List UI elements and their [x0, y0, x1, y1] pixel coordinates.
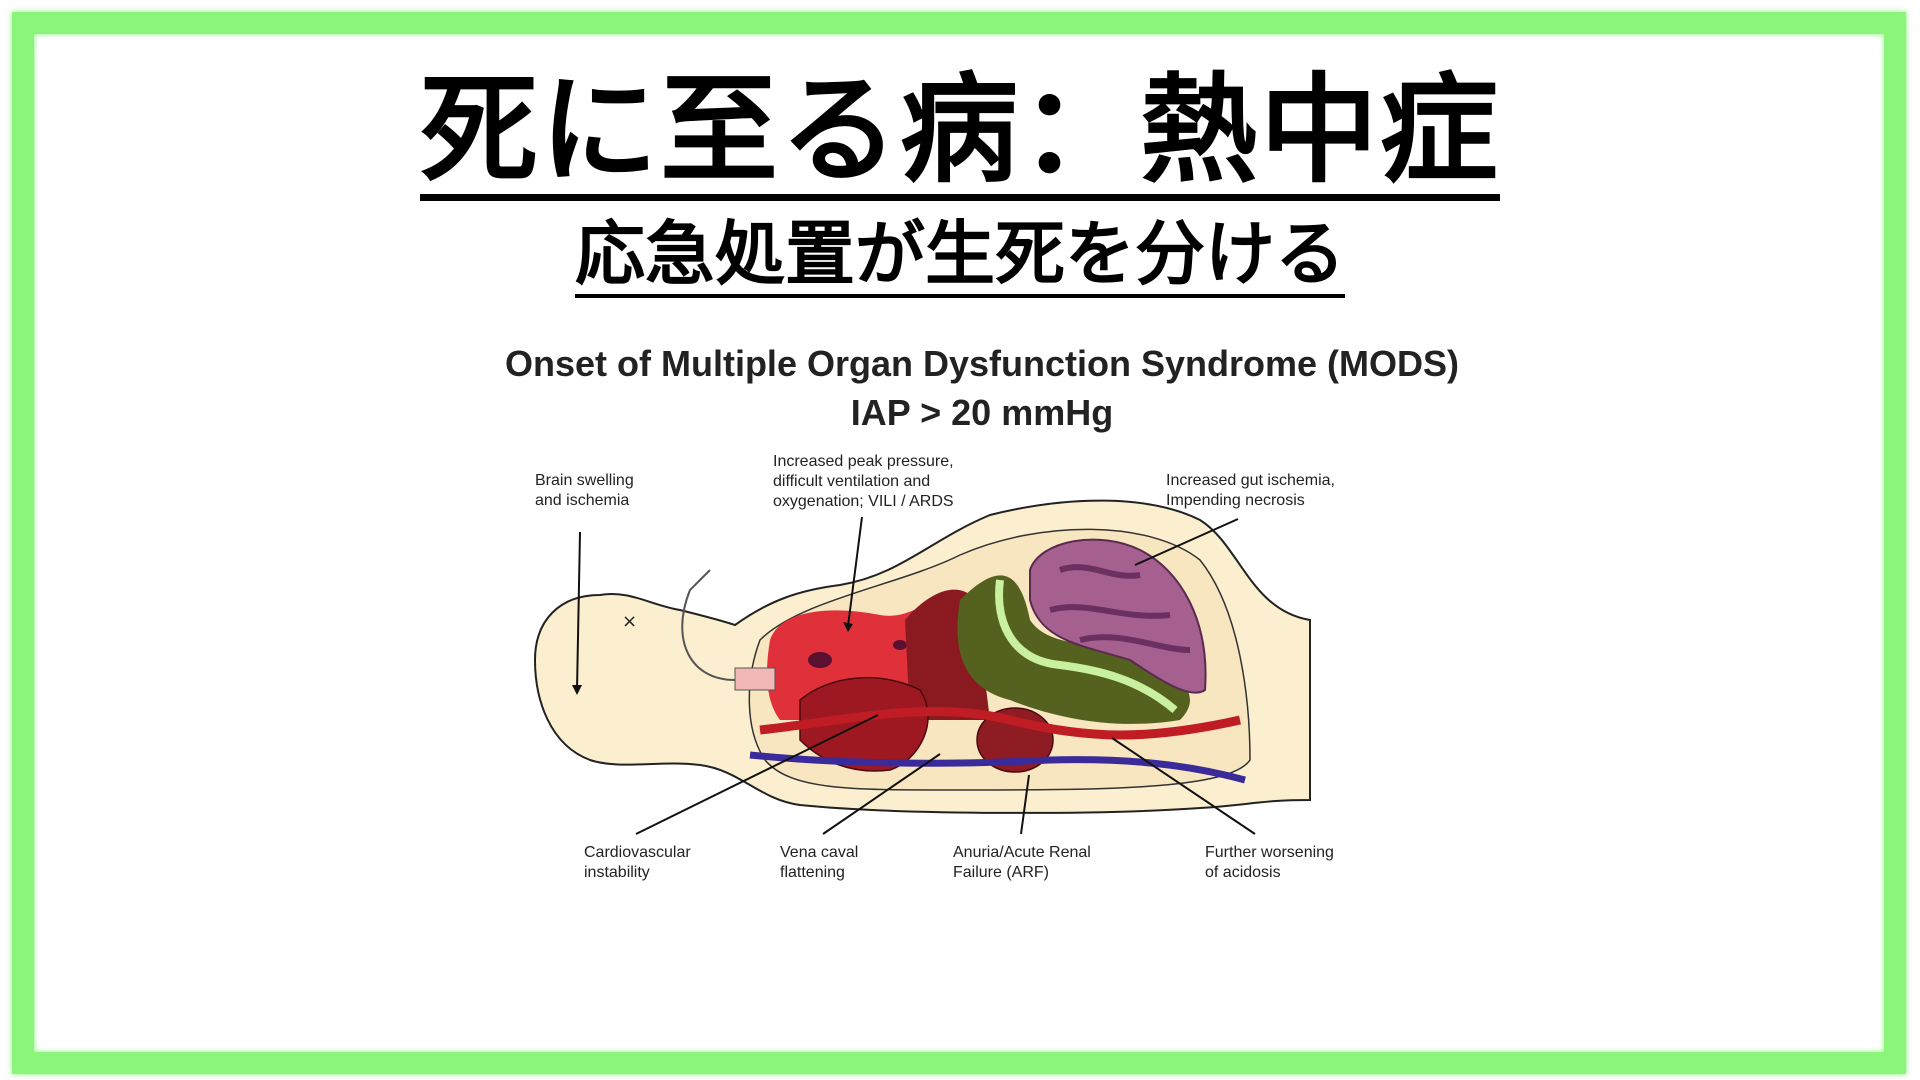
title-text: 死に至る病：熱中症 [419, 61, 1500, 201]
page-title: 死に至る病：熱中症 [0, 66, 1920, 201]
vena-cava [749, 751, 1246, 784]
label-gut: Increased gut ischemia, Impending necros… [1166, 472, 1335, 509]
small-intestine [1029, 538, 1207, 694]
page-subtitle: 応急処置が生死を分ける [0, 214, 1920, 298]
label-cardio: Cardiovascular instability [584, 844, 691, 881]
pointer-arrows [576, 516, 1256, 835]
figure-title: Onset of Multiple Organ Dysfunction Synd… [504, 343, 1460, 384]
label-renal: Anuria/Acute Renal Failure (ARF) [953, 844, 1091, 881]
subtitle-text: 応急処置が生死を分ける [575, 214, 1345, 298]
label-brain: Brain swelling and ischemia [535, 472, 634, 509]
label-acidosis: Further worsening of acidosis [1205, 844, 1334, 881]
label-vena-cava: Vena caval flattening [780, 844, 859, 881]
figure-subtitle: IAP > 20 mmHg [850, 392, 1114, 433]
svg-text:×: × [622, 611, 637, 632]
green-frame [12, 12, 1906, 1074]
label-lungs: Increased peak pressure, difficult venti… [773, 453, 954, 510]
aorta [759, 706, 1241, 740]
